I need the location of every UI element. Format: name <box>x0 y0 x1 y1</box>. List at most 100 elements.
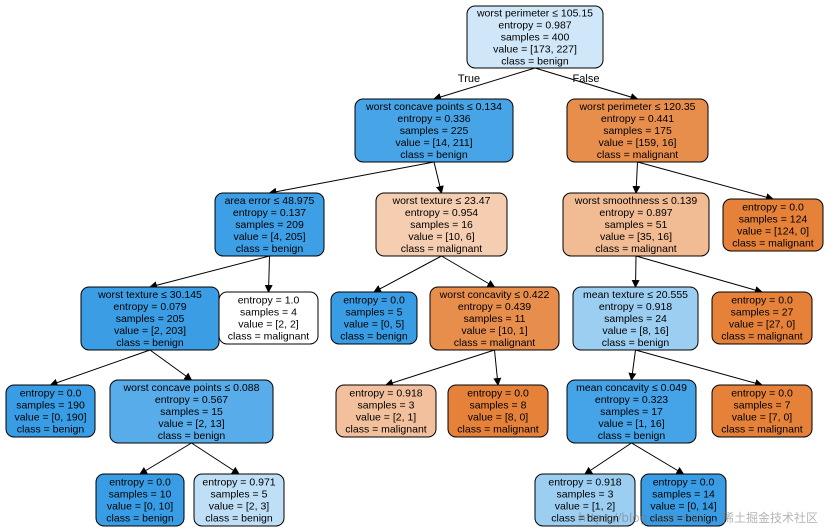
node-line-n3-2: samples = 209 <box>235 219 304 231</box>
node-box-n3 <box>214 192 325 257</box>
node-line-n15-2: value = [2, 1] <box>356 412 416 424</box>
node-line-n8-0: entropy = 1.0 <box>238 295 300 307</box>
node-line-n14-4: class = benign <box>158 430 226 442</box>
node-line-n19-2: value = [0, 10] <box>107 501 173 513</box>
node-box-n14 <box>109 379 274 444</box>
node-line-n5-0: worst smoothness ≤ 0.139 <box>574 195 698 207</box>
node-line-n1-0: worst concave points ≤ 0.134 <box>365 101 502 113</box>
edge-n14-n19 <box>139 442 192 475</box>
node-line-n10-0: worst concavity ≤ 0.422 <box>439 289 550 301</box>
node-line-n1-4: class = benign <box>400 149 468 161</box>
node-box-n9 <box>330 291 418 345</box>
edge-n14-n20 <box>191 442 240 475</box>
node-line-n13-3: class = benign <box>17 424 85 436</box>
node-line-n8-3: class = malignant <box>228 331 309 343</box>
node-line-n17-1: entropy = 0.323 <box>595 394 668 406</box>
node-box-n12 <box>711 291 813 345</box>
edge-n7-n14 <box>149 349 193 381</box>
node-box-n4 <box>375 192 508 257</box>
node-line-n22-3: class = benign <box>650 513 718 525</box>
node-line-n22-0: entropy = 0.0 <box>653 477 715 489</box>
node-line-n1-3: value = [14, 211] <box>395 137 472 149</box>
node-line-n11-1: entropy = 0.918 <box>599 301 672 313</box>
node-line-n14-0: worst concave points ≤ 0.088 <box>123 382 260 394</box>
node-line-n7-3: value = [2, 203] <box>114 325 186 337</box>
node-line-n18-3: class = malignant <box>721 424 802 436</box>
node-line-n10-3: value = [10, 1] <box>461 325 527 337</box>
node-line-n18-1: samples = 7 <box>734 400 791 412</box>
node-line-n16-2: value = [8, 0] <box>468 412 528 424</box>
node-line-n16-1: samples = 8 <box>470 400 527 412</box>
edge-n2-n6 <box>637 161 774 202</box>
edge-n3-n8 <box>264 255 273 293</box>
node-line-n17-2: samples = 17 <box>600 406 663 418</box>
node-line-n19-3: class = benign <box>106 513 174 525</box>
node-box-n2 <box>566 98 709 163</box>
node-box-n15 <box>335 384 437 438</box>
node-line-n21-3: class = benign <box>551 513 619 525</box>
edge-n7-n13 <box>49 349 151 387</box>
node-line-n12-0: entropy = 0.0 <box>731 295 793 307</box>
node-box-n5 <box>562 192 710 257</box>
node-line-n6-1: samples = 124 <box>739 214 808 226</box>
edge-n4-n9 <box>373 255 442 293</box>
node-line-n7-0: worst texture ≤ 30.145 <box>97 289 202 301</box>
node-line-n20-3: class = benign <box>205 513 273 525</box>
node-box-n22 <box>640 473 727 527</box>
edge-n3-n7 <box>149 255 270 290</box>
node-line-n21-0: entropy = 0.918 <box>548 477 621 489</box>
node-line-n16-0: entropy = 0.0 <box>467 388 529 400</box>
node-line-n18-0: entropy = 0.0 <box>731 388 793 400</box>
node-line-n19-1: samples = 10 <box>109 489 172 501</box>
edge-label-true: True <box>458 73 480 85</box>
node-line-n10-1: entropy = 0.439 <box>458 301 531 313</box>
node-line-n7-4: class = benign <box>116 337 184 349</box>
node-line-n10-4: class = malignant <box>454 337 535 349</box>
edge-n2-n5 <box>632 161 641 194</box>
node-line-n2-1: entropy = 0.441 <box>601 113 674 125</box>
node-line-n20-1: samples = 5 <box>211 489 268 501</box>
edge-n17-n21 <box>584 442 632 475</box>
node-line-n2-0: worst perimeter ≤ 120.35 <box>578 101 695 113</box>
node-line-n11-0: mean texture ≤ 20.555 <box>583 289 688 301</box>
node-line-n15-1: samples = 3 <box>358 400 415 412</box>
node-line-n9-2: value = [0, 5] <box>344 319 404 331</box>
node-line-n11-2: samples = 24 <box>604 313 667 325</box>
node-line-n5-3: value = [35, 16] <box>600 231 672 243</box>
node-line-n5-1: entropy = 0.897 <box>599 207 672 219</box>
node-line-n11-4: class = benign <box>602 337 670 349</box>
node-box-n16 <box>447 384 549 438</box>
edge-n0-n1 <box>433 67 536 101</box>
node-line-n4-1: entropy = 0.954 <box>405 207 478 219</box>
node-line-n7-1: entropy = 0.079 <box>113 301 186 313</box>
node-line-n17-4: class = benign <box>598 430 666 442</box>
node-line-n6-3: class = malignant <box>732 238 813 250</box>
node-box-n0 <box>466 5 604 69</box>
edge-n5-n12 <box>635 255 763 294</box>
node-line-n22-2: value = [0, 14] <box>650 501 716 513</box>
node-line-n14-1: entropy = 0.567 <box>155 394 228 406</box>
node-line-n9-0: entropy = 0.0 <box>343 295 405 307</box>
node-line-n19-0: entropy = 0.0 <box>109 477 171 489</box>
node-line-n8-1: samples = 4 <box>240 307 297 319</box>
edge-n10-n16 <box>493 349 502 386</box>
node-line-n13-2: value = [0, 190] <box>14 412 86 424</box>
node-line-n9-1: samples = 5 <box>346 307 403 319</box>
